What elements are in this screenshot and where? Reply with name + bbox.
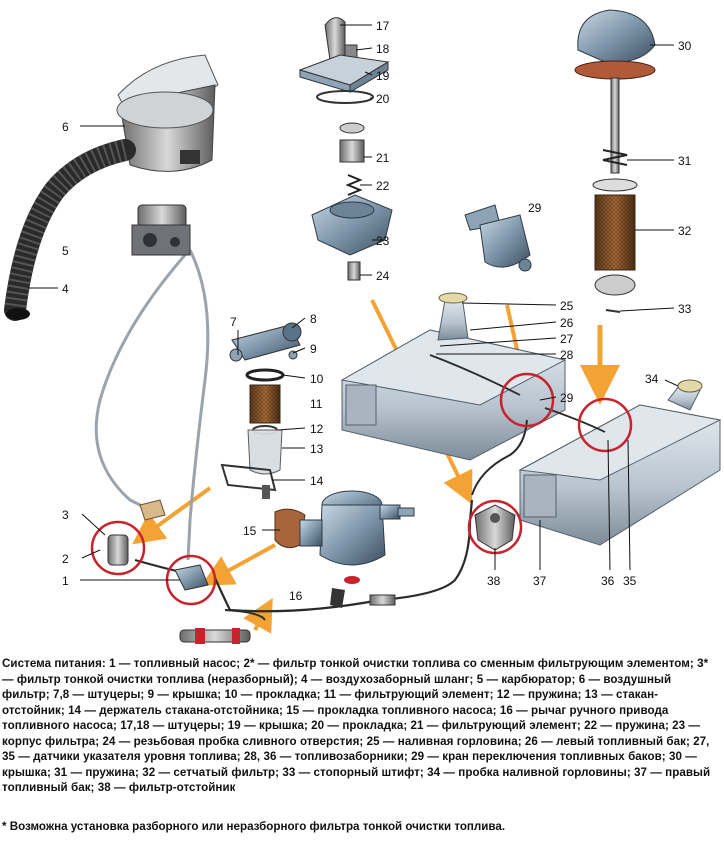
figure-footnote: * Возможна установка разборного или нера…: [2, 820, 506, 833]
callout-13: 13: [310, 442, 324, 456]
air-intake-hose: [4, 139, 136, 321]
callout-1: 1: [62, 574, 69, 588]
callout-26: 26: [560, 316, 574, 330]
callout-14: 14: [310, 474, 324, 488]
callout-12: 12: [310, 422, 324, 436]
callout-37: 37: [533, 574, 547, 588]
callout-4: 4: [62, 282, 69, 296]
fuel-system-diagram: 1 2 3 4 5 6 7 8 9 10 11 12 13 14 15 16 1…: [4, 9, 722, 644]
callout-35: 35: [623, 574, 637, 588]
callout-33: 33: [678, 302, 692, 316]
callout-36: 36: [601, 574, 615, 588]
callout-19: 19: [376, 69, 390, 83]
callout-10: 10: [310, 372, 324, 386]
leader-lines: [28, 24, 679, 581]
callout-34: 34: [645, 372, 659, 386]
callout-3: 3: [62, 508, 69, 522]
callout-32: 32: [678, 224, 692, 238]
callout-8: 8: [310, 312, 317, 326]
callout-25: 25: [560, 299, 574, 313]
callout-17: 17: [376, 19, 390, 33]
strainer-assembly: [574, 9, 656, 313]
tank-switch-tap: [464, 204, 532, 272]
callout-31: 31: [678, 154, 692, 168]
callout-22: 22: [376, 179, 390, 193]
callout-11: 11: [310, 397, 323, 411]
figure-caption: Система питания: 1 — топливный насос; 2*…: [2, 656, 720, 796]
callout-16: 16: [289, 589, 303, 603]
air-filter: [116, 54, 219, 172]
callout-9: 9: [310, 342, 317, 356]
callout-27: 27: [560, 332, 574, 346]
callout-28: 28: [560, 348, 574, 362]
callout-18: 18: [376, 42, 390, 56]
callout-29-tap: 29: [528, 201, 542, 215]
carburetor: [131, 204, 191, 256]
callout-30: 30: [678, 39, 692, 53]
callout-20: 20: [376, 92, 390, 106]
callout-6: 6: [62, 120, 69, 134]
fine-filter-assembly: [220, 322, 302, 499]
right-fuel-tank: [518, 379, 722, 546]
callout-labels: 1 2 3 4 5 6 7 8 9 10 11 12 13 14 15 16 1…: [62, 19, 692, 603]
callout-24: 24: [376, 269, 390, 283]
sediment-filter: [474, 504, 516, 551]
caption-text: Система питания: 1 — топливный насос; 2*…: [2, 657, 711, 794]
callout-21: 21: [376, 151, 390, 165]
callout-5: 5: [62, 244, 69, 258]
fine-filters-left: [107, 499, 209, 591]
callout-7: 7: [230, 315, 237, 329]
fuel-pump: [274, 490, 415, 608]
callout-29: 29: [560, 391, 574, 405]
callout-38: 38: [487, 574, 501, 588]
callout-15: 15: [243, 524, 257, 538]
callout-23: 23: [376, 234, 390, 248]
callout-2: 2: [62, 552, 69, 566]
bottom-fuel-fitting: [179, 628, 251, 644]
left-fuel-tank: [340, 292, 567, 461]
